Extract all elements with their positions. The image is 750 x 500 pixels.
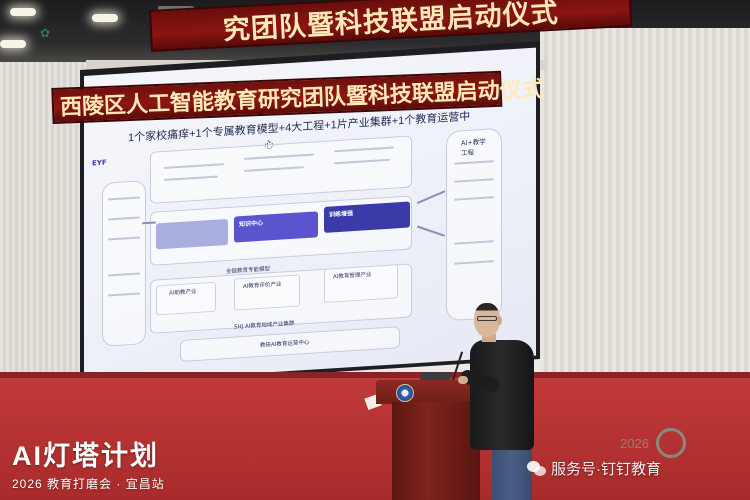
slide-chip: 知识中心 [234,211,318,243]
ceiling-light [10,8,36,16]
right-wall-panels [540,28,750,383]
podium [392,402,480,500]
slide-panel-right: AI+教学工程 [446,127,502,322]
event-subtitle: 2026 教育打磨会 · 宜昌站 [12,477,165,491]
event-logo: AI灯塔计划 2026 教育打磨会 · 宜昌站 [12,434,165,492]
wall-logo: ✿ [40,26,52,40]
speaker-ear [497,316,502,325]
ceiling-light [0,40,26,48]
chip-label: 训练增强 [329,210,354,219]
slide-logo: EYF [92,158,107,168]
background-year: 2026 [620,436,649,451]
watermark-text: 服务号·钉钉教育 [551,461,661,478]
right-panel-label: AI+教学工程 [461,137,486,158]
slide-chip: 训练增强 [324,201,410,233]
slide-box: AI教育评价产业 [234,274,300,311]
speaker-glasses [477,316,497,321]
connector-arrow [416,225,446,237]
watermark: 服务号·钉钉教育 [527,458,661,479]
slide-box: AI助教产业 [156,281,216,316]
speaker-hand [458,376,468,384]
event-title: AI灯塔计划 [12,441,159,471]
podium-emblem-icon [396,384,414,402]
speaker-jacket [470,340,534,450]
wechat-icon [527,460,547,477]
slide-box-label: AI教育管理产业 [333,271,372,281]
slide-box-label: AI教育评价产业 [243,281,282,290]
speaker-legs [492,442,532,500]
background-logo-icon [656,428,686,458]
slide-chip [156,218,228,250]
ceiling-light [92,14,118,22]
slide-panel-left [102,180,146,347]
speaker-neck [482,334,496,342]
stage-edge [0,372,750,380]
slide-box-label: AI助教产业 [169,288,197,297]
slide-box: AI教育管理产业 [324,264,398,303]
connector-arrow [416,190,446,205]
chip-label: 知识中心 [239,219,264,229]
